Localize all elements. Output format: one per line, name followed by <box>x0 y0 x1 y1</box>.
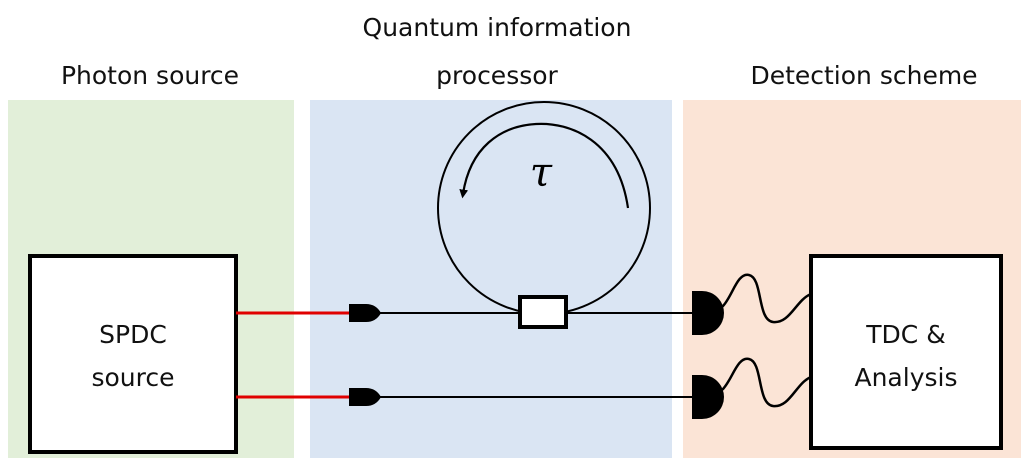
detector-top <box>692 291 724 335</box>
spdc-source-box <box>28 254 238 454</box>
spdc-box-line2: source <box>91 363 174 392</box>
loop-direction-arrow <box>459 122 630 209</box>
tdc-box-line1: TDC & <box>865 320 945 349</box>
detector-bottom <box>692 375 724 419</box>
tau-symbol: τ <box>530 150 553 196</box>
tdc-box-line2: Analysis <box>854 363 957 392</box>
photon-source-title: Photon source <box>61 61 239 90</box>
detection-title: Detection scheme <box>750 61 977 90</box>
cable-top <box>721 273 812 324</box>
spdc-box-line1: SPDC <box>99 320 167 349</box>
cable-bottom <box>721 357 812 408</box>
fiber-coupler-top <box>349 304 381 322</box>
processor-title-line1: Quantum information <box>363 13 632 42</box>
tdc-analysis-box <box>809 254 1003 450</box>
optical-switch <box>518 295 568 329</box>
fiber-coupler-bottom <box>349 388 381 406</box>
processor-title-line2: processor <box>436 61 558 90</box>
